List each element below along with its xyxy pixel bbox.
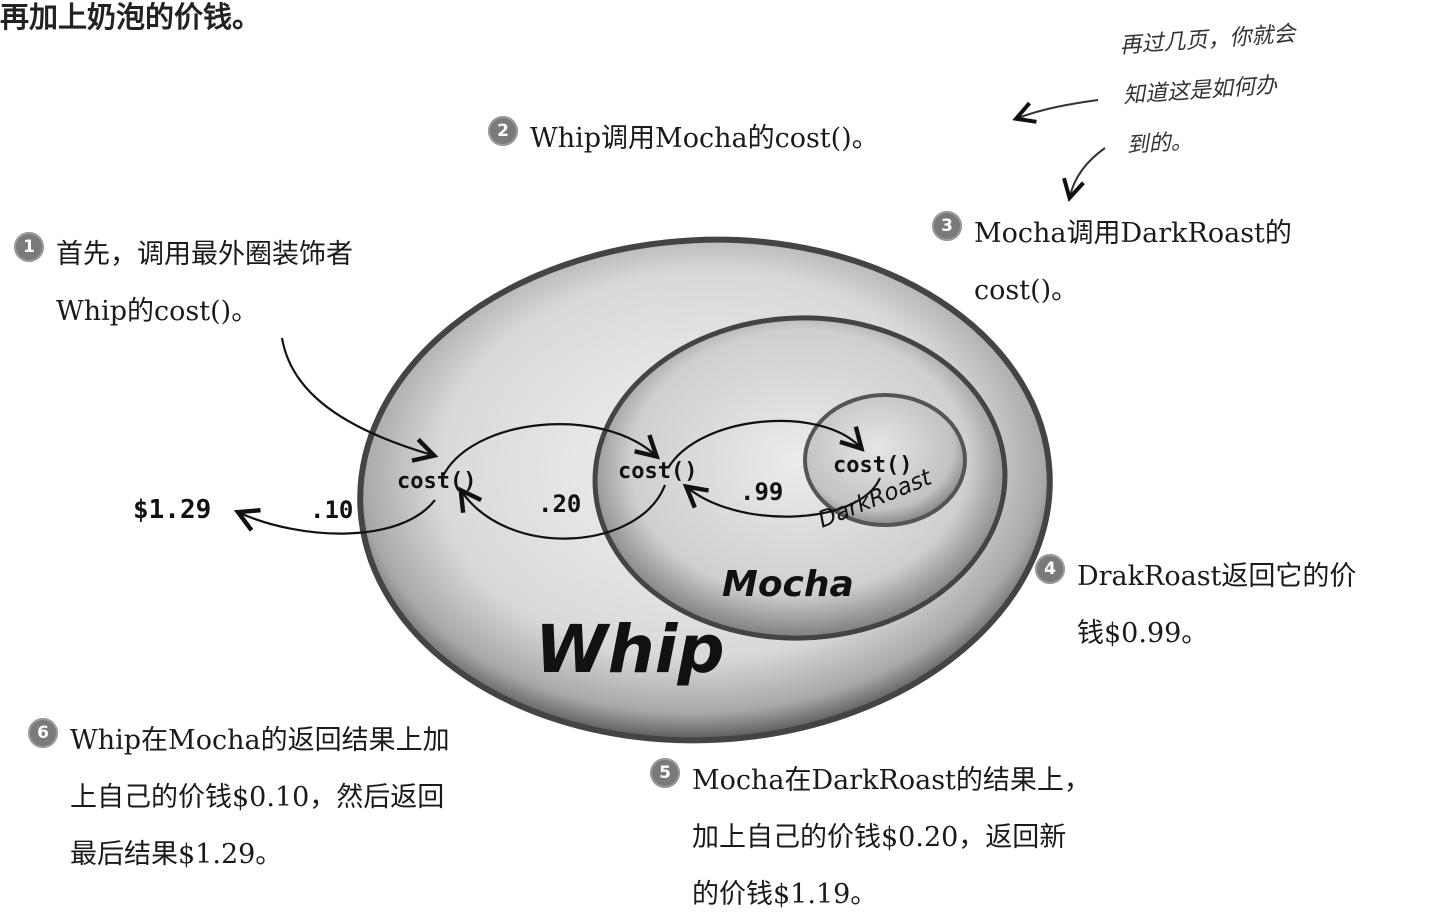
step-3: 3 Mocha调用DarkRoast的 cost()。 bbox=[932, 205, 1292, 319]
call-arrow-whip-to-mocha bbox=[441, 423, 655, 479]
step-badge: 5 bbox=[650, 758, 680, 788]
step-badge: 4 bbox=[1035, 554, 1065, 584]
call-arrow-mocha-to-darkroast bbox=[667, 419, 860, 469]
step-badge: 2 bbox=[488, 116, 518, 146]
cost-label-whip: cost() bbox=[397, 469, 476, 494]
step-text: Whip调用Mocha的cost()。 bbox=[530, 123, 879, 154]
step-text: Mocha在DarkRoast的结果上， 加上自己的价钱$0.20，返回新 的价… bbox=[692, 765, 1091, 910]
step-text: Mocha调用DarkRoast的 cost()。 bbox=[974, 218, 1292, 306]
step-badge: 1 bbox=[14, 232, 44, 262]
mocha-price: .20 bbox=[538, 490, 581, 518]
step-4: 4 DrakRoast返回它的价 钱$0.99。 bbox=[1035, 548, 1356, 662]
whip-price: .10 bbox=[310, 496, 353, 524]
cost-label-darkroast: cost() bbox=[833, 453, 912, 478]
return-arrow-whip-to-result bbox=[240, 499, 436, 535]
step-2: 2 Whip调用Mocha的cost()。 bbox=[488, 110, 879, 167]
step-badge: 6 bbox=[28, 718, 58, 748]
return-arrow-mocha-to-whip bbox=[462, 484, 667, 540]
note-arrow-down bbox=[1070, 147, 1106, 196]
step-1: 1 首先，调用最外圈装饰者 Whip的cost()。 bbox=[14, 226, 353, 340]
darkroast-price: .99 bbox=[740, 478, 783, 506]
return-arrow-darkroast-to-mocha bbox=[688, 477, 882, 518]
note-arrow-left bbox=[1018, 99, 1099, 118]
step1-pointer-arrow bbox=[280, 337, 432, 455]
cost-label-mocha: cost() bbox=[618, 459, 697, 484]
mocha-label: Mocha bbox=[722, 564, 854, 605]
step-5: 5 Mocha在DarkRoast的结果上， 加上自己的价钱$0.20，返回新 … bbox=[650, 752, 1091, 923]
step-text: DrakRoast返回它的价 钱$0.99。 bbox=[1077, 561, 1357, 649]
step-6: 6 Whip在Mocha的返回结果上加 上自己的价钱$0.10，然后返回 最后结… bbox=[28, 712, 450, 883]
final-price: $1.29 bbox=[133, 495, 211, 525]
whip-label: Whip bbox=[535, 611, 725, 688]
step-text: 首先，调用最外圈装饰者 Whip的cost()。 bbox=[56, 239, 353, 327]
step-text: Whip在Mocha的返回结果上加 上自己的价钱$0.10，然后返回 最后结果$… bbox=[70, 725, 450, 870]
step-badge: 3 bbox=[932, 211, 962, 241]
page-header: 再加上奶泡的价钱。 bbox=[0, 0, 262, 34]
